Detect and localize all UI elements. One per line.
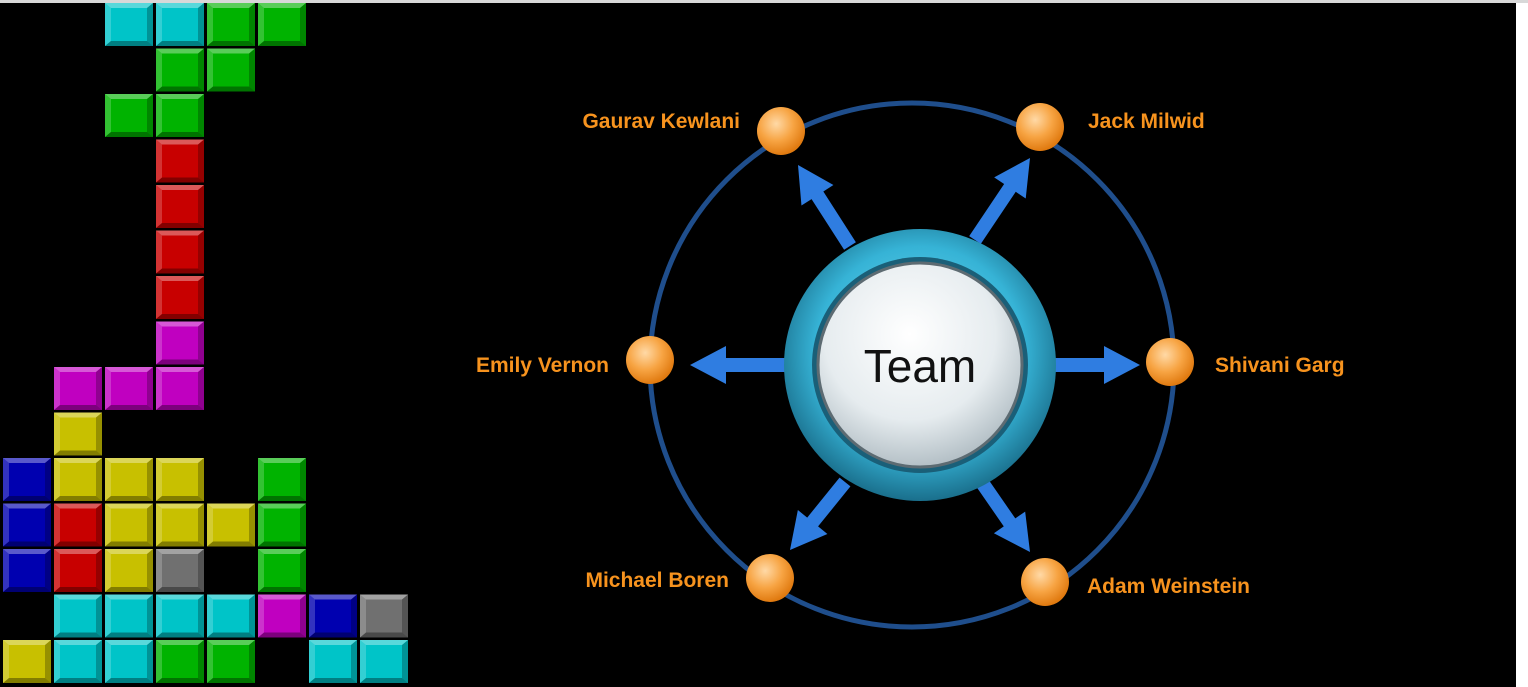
member-name: Shivani Garg [1215, 354, 1345, 377]
tetris-block [309, 640, 357, 683]
member-circle [1016, 103, 1064, 151]
tetris-block [105, 458, 153, 501]
tetris-block [207, 48, 255, 92]
tetris-block [105, 94, 153, 137]
tetris-block [3, 549, 51, 592]
tetris-block [258, 594, 306, 638]
right-margin [1516, 3, 1528, 687]
tetris-block [156, 48, 204, 92]
tetris-block [105, 3, 153, 46]
tetris-block [258, 3, 306, 46]
tetris-block [54, 412, 102, 456]
tetris-block [258, 549, 306, 592]
team-member-node: Michael Boren [585, 554, 794, 602]
team-member-node: Adam Weinstein [1021, 558, 1250, 606]
arrow [690, 346, 785, 384]
member-circle [746, 554, 794, 602]
tetris-block [54, 367, 102, 410]
tetris-block [207, 503, 255, 547]
tetris-block [54, 594, 102, 638]
team-member-node: Shivani Garg [1146, 338, 1345, 386]
tetris-block [258, 503, 306, 547]
team-member-node: Emily Vernon [476, 336, 674, 384]
tetris-block [105, 549, 153, 592]
hub-button [816, 261, 1024, 469]
tetris-block [156, 276, 204, 319]
tetris-block [156, 230, 204, 274]
member-circle [626, 336, 674, 384]
arrow [798, 165, 856, 250]
tetris-block [54, 549, 102, 592]
team-member-node: Gaurav Kewlani [582, 107, 805, 155]
tetris-block [156, 549, 204, 592]
tetris-block [105, 367, 153, 410]
team-member-node: Jack Milwid [1016, 103, 1205, 151]
tetris-block [105, 594, 153, 638]
tetris-block [156, 458, 204, 501]
tetris-block [3, 640, 51, 683]
member-circle [1021, 558, 1069, 606]
tetris-block [156, 640, 204, 683]
tetris-block [309, 594, 357, 638]
arrow [977, 480, 1030, 552]
tetris-block [360, 594, 408, 638]
member-circle [757, 107, 805, 155]
top-border [0, 0, 1528, 3]
tetris-block [156, 367, 204, 410]
tetris-block [3, 503, 51, 547]
member-name: Gaurav Kewlani [582, 110, 740, 133]
arrow [1055, 346, 1140, 384]
tetris-block [105, 503, 153, 547]
tetris-block [207, 3, 255, 46]
tetris-block [156, 594, 204, 638]
member-name: Michael Boren [585, 569, 729, 592]
arrow [790, 477, 851, 550]
hub-label: Team [864, 340, 976, 392]
tetris-block [360, 640, 408, 683]
arrow [969, 158, 1030, 244]
tetris-block [156, 139, 204, 183]
tetris-block [207, 640, 255, 683]
tetris-blocks [3, 3, 408, 683]
tetris-block [54, 503, 102, 547]
tetris-block [258, 458, 306, 501]
tetris-block [54, 458, 102, 501]
tetris-block [207, 594, 255, 638]
tetris-block [156, 94, 204, 137]
tetris-block [156, 185, 204, 228]
arrows-group [690, 158, 1140, 552]
tetris-block [156, 3, 204, 46]
member-name: Jack Milwid [1088, 110, 1205, 133]
member-circle [1146, 338, 1194, 386]
member-name: Adam Weinstein [1087, 575, 1250, 598]
tetris-block [156, 321, 204, 365]
tetris-block [3, 458, 51, 501]
tetris-block [105, 640, 153, 683]
member-name: Emily Vernon [476, 354, 609, 377]
tetris-block [156, 503, 204, 547]
tetris-block [54, 640, 102, 683]
